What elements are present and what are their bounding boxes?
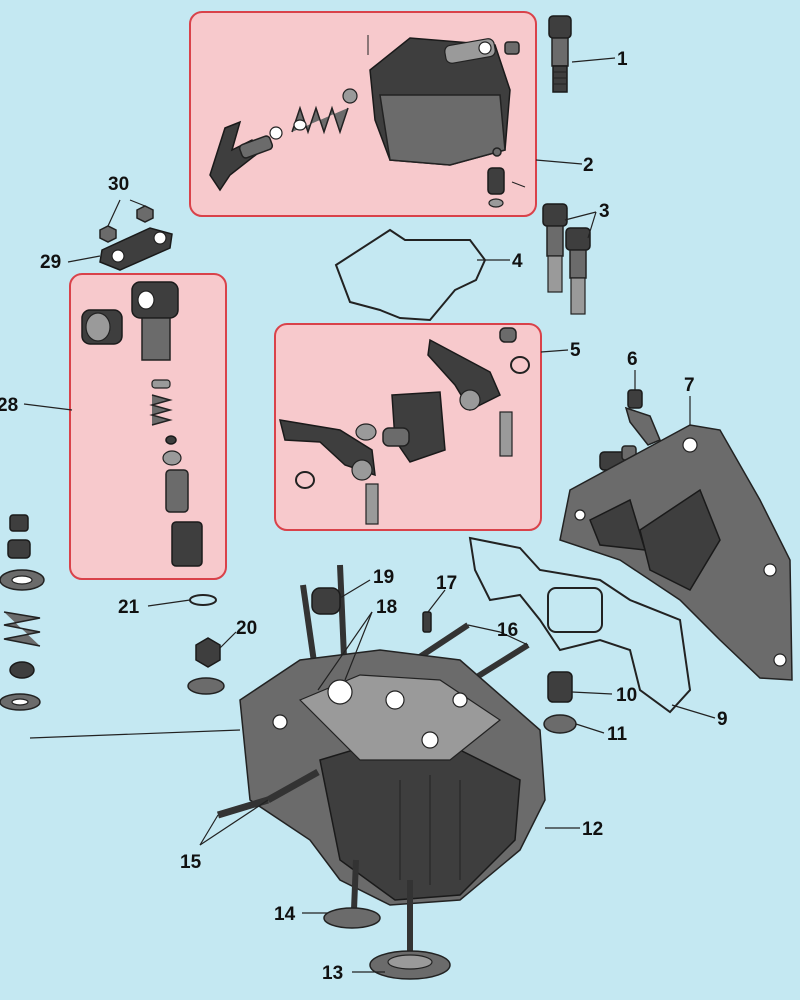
callout-3[interactable]: 3 <box>599 201 610 222</box>
callout-9[interactable]: 9 <box>717 709 728 730</box>
callout-7[interactable]: 7 <box>684 375 695 396</box>
studs-part-15 <box>216 768 320 819</box>
callout-14[interactable]: 14 <box>274 904 296 925</box>
callout-19[interactable]: 19 <box>373 567 394 588</box>
leader-lines <box>23 57 716 973</box>
washer-part-11 <box>543 714 577 734</box>
callout-28[interactable]: 28 <box>0 395 18 416</box>
callout-4[interactable]: 4 <box>512 251 523 272</box>
callout-18[interactable]: 18 <box>376 597 397 618</box>
valve-cover-assembly <box>209 35 526 208</box>
callout-10[interactable]: 10 <box>616 685 637 706</box>
intake-manifold-part-7 <box>559 424 793 681</box>
callout-12[interactable]: 12 <box>582 819 603 840</box>
valve-part-14 <box>323 859 381 929</box>
pin-part-17 <box>422 611 432 633</box>
callout-17[interactable]: 17 <box>436 573 457 594</box>
callout-11[interactable]: 11 <box>607 724 628 745</box>
nuts-part-30 <box>99 205 154 243</box>
callout-labels: 1 2 3 4 5 6 7 9 10 11 12 13 14 15 16 17 … <box>0 49 728 984</box>
callout-5[interactable]: 5 <box>570 340 581 361</box>
callout-21[interactable]: 21 <box>118 597 140 618</box>
manifold-gasket-part-9 <box>468 536 692 714</box>
valve-part-13 <box>369 880 451 980</box>
callout-1[interactable]: 1 <box>617 49 628 70</box>
bolts-part-3 <box>542 203 591 315</box>
rocker-arm-assembly <box>278 327 530 525</box>
clamp-part-29 <box>99 227 173 271</box>
cover-gasket-part-4 <box>334 228 487 322</box>
callout-15[interactable]: 15 <box>180 852 202 873</box>
callout-13[interactable]: 13 <box>322 963 343 984</box>
injector-assembly <box>81 281 203 567</box>
callout-2[interactable]: 2 <box>583 155 594 176</box>
cap-part-10 <box>547 671 573 703</box>
callout-20[interactable]: 20 <box>236 618 257 639</box>
fitting-part-19 <box>311 587 341 615</box>
callout-29[interactable]: 29 <box>40 252 61 273</box>
o-ring-part-21 <box>189 594 217 606</box>
cylinder-head-part-12 <box>239 649 546 906</box>
callout-16[interactable]: 16 <box>497 620 518 641</box>
valve-spring-parts <box>0 514 45 711</box>
callout-30[interactable]: 30 <box>108 174 129 195</box>
bolt-part-1 <box>548 15 572 93</box>
callout-6[interactable]: 6 <box>627 349 638 370</box>
nut-washer-part-20 <box>187 637 225 695</box>
